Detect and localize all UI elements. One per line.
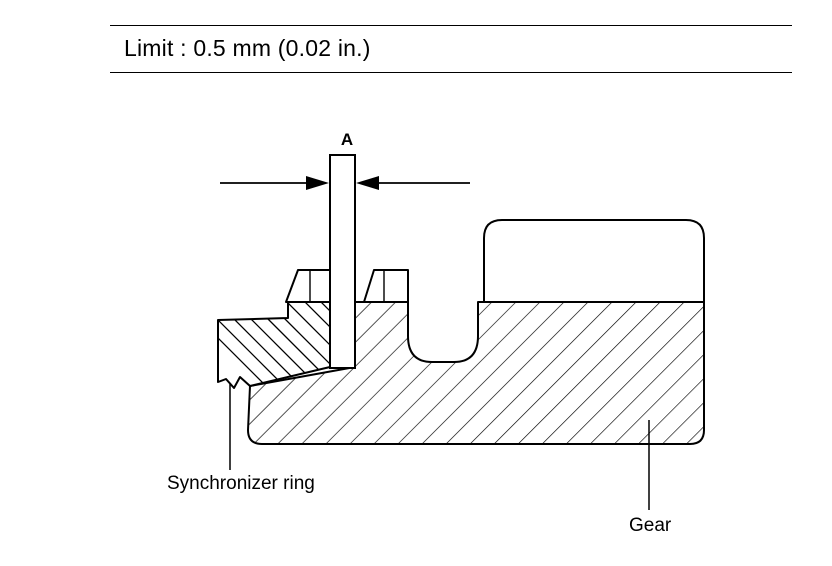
gear-chamfer-left (285, 269, 331, 303)
synchronizer-ring-label: Synchronizer ring (167, 473, 315, 494)
gear-body (247, 219, 705, 445)
feeler-gauge (329, 154, 356, 369)
dimension-arrow-right (356, 176, 470, 190)
dimension-arrow-left (220, 176, 329, 190)
header-bottom-rule (110, 72, 792, 73)
header-top-rule (110, 25, 792, 26)
gear-chamfer-right (363, 269, 409, 303)
dimension-label-a: A (341, 130, 353, 149)
gear-label: Gear (629, 515, 672, 536)
synchronizer-ring-section (217, 301, 331, 389)
limit-specification: Limit : 0.5 mm (0.02 in.) (124, 35, 371, 61)
